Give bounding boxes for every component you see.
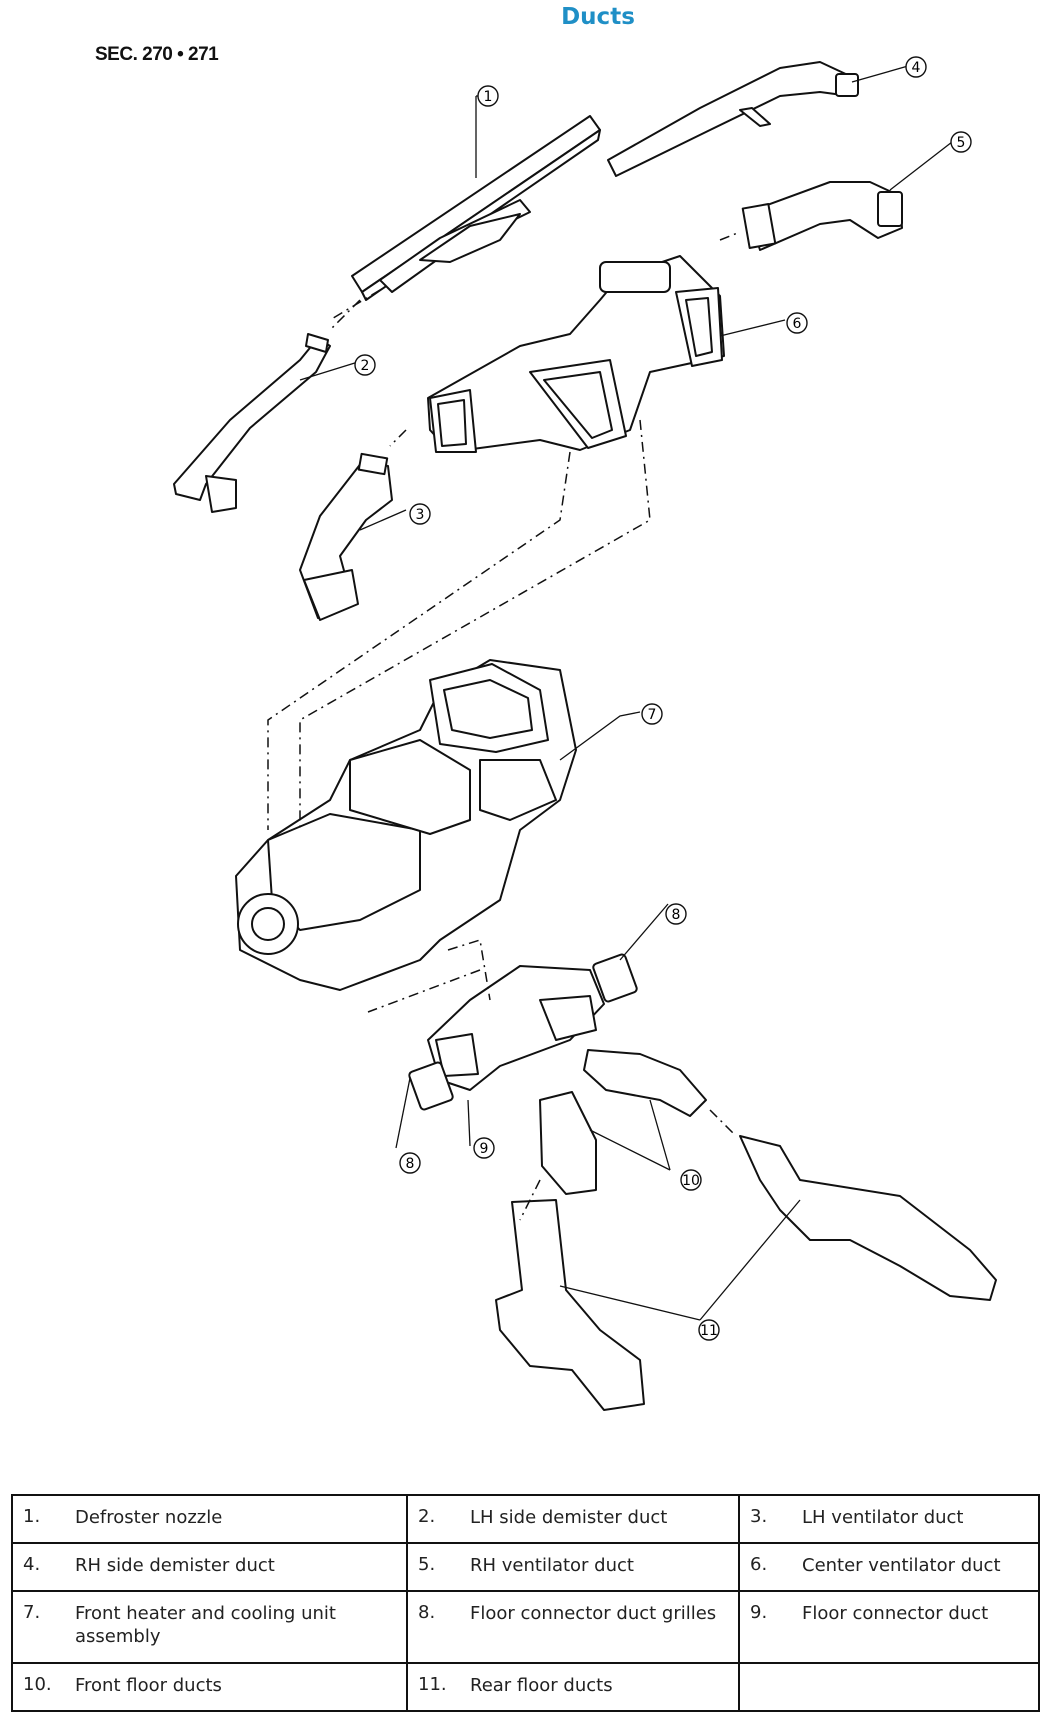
heater-cooling-unit-part	[235, 659, 577, 991]
svg-text:8: 8	[406, 1156, 415, 1172]
legend-row: 7.Front heater and cooling unit assembly…	[11, 1590, 1040, 1664]
callout-3: 3	[409, 503, 431, 525]
svg-text:2: 2	[361, 358, 370, 374]
rh-side-demister-duct-part	[607, 61, 859, 177]
svg-text:4: 4	[912, 60, 921, 76]
parts-legend-table: 1.Defroster nozzle 2.LH side demister du…	[11, 1494, 1040, 1712]
section-code: SEC. 270 • 271	[95, 44, 219, 65]
lh-ventilator-duct-part	[299, 452, 393, 621]
callout-8-left: 8	[399, 1152, 421, 1174]
svg-text:10: 10	[682, 1173, 700, 1189]
callout-4: 4	[905, 56, 927, 78]
legend-cell: 11.Rear floor ducts	[406, 1662, 740, 1712]
legend-row: 10.Front floor ducts 11.Rear floor ducts	[11, 1662, 1040, 1712]
svg-text:9: 9	[480, 1141, 489, 1157]
svg-text:1: 1	[484, 89, 493, 105]
legend-cell-empty	[738, 1662, 1040, 1712]
rear-floor-ducts-part	[495, 1135, 997, 1411]
legend-cell: 6.Center ventilator duct	[738, 1542, 1040, 1592]
exploded-duct-diagram: 1 2 3 4 5 6 7 8 8 9 10 11	[173, 56, 997, 1411]
svg-text:8: 8	[672, 907, 681, 923]
legend-cell: 5.RH ventilator duct	[406, 1542, 740, 1592]
legend-cell: 3.LH ventilator duct	[738, 1494, 1040, 1544]
rh-ventilator-duct-part	[741, 181, 903, 251]
front-floor-ducts-part	[539, 1049, 707, 1195]
callout-markers: 1 2 3 4 5 6 7 8 8 9 10 11	[354, 56, 972, 1341]
svg-text:7: 7	[648, 707, 657, 723]
callout-9: 9	[473, 1137, 495, 1159]
assembly-lines	[267, 231, 741, 1221]
floor-connector-duct-part	[427, 965, 605, 1091]
callout-10: 10	[680, 1169, 702, 1191]
floor-grille-right-part	[592, 953, 638, 1003]
callout-7: 7	[641, 703, 663, 725]
callout-2: 2	[354, 354, 376, 376]
callout-1: 1	[477, 85, 499, 107]
defroster-nozzle-part	[351, 115, 601, 301]
callout-5: 5	[950, 131, 972, 153]
svg-text:11: 11	[700, 1323, 718, 1339]
svg-text:6: 6	[793, 316, 802, 332]
svg-text:5: 5	[957, 135, 966, 151]
center-ventilator-duct-part	[427, 255, 725, 453]
svg-text:3: 3	[416, 507, 425, 523]
floor-grille-left-part	[408, 1061, 454, 1111]
callout-11: 11	[698, 1319, 720, 1341]
legend-cell: 9.Floor connector duct	[738, 1590, 1040, 1664]
legend-cell: 2.LH side demister duct	[406, 1494, 740, 1544]
lh-side-demister-duct-part	[173, 333, 331, 513]
legend-cell: 1.Defroster nozzle	[11, 1494, 408, 1544]
page-title: Ducts	[561, 4, 635, 30]
legend-cell: 10.Front floor ducts	[11, 1662, 408, 1712]
legend-row: 1.Defroster nozzle 2.LH side demister du…	[11, 1494, 1040, 1544]
legend-cell: 7.Front heater and cooling unit assembly	[11, 1590, 408, 1664]
legend-row: 4.RH side demister duct 5.RH ventilator …	[11, 1542, 1040, 1592]
legend-cell: 8.Floor connector duct grilles	[406, 1590, 740, 1664]
callout-8-right: 8	[665, 903, 687, 925]
callout-6: 6	[786, 312, 808, 334]
legend-cell: 4.RH side demister duct	[11, 1542, 408, 1592]
